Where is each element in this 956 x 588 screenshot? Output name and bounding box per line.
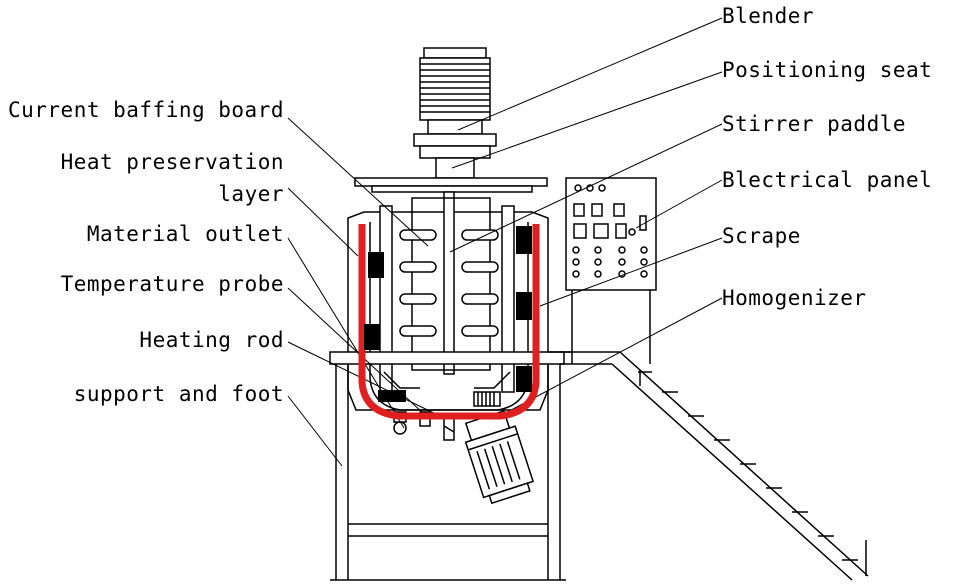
label-current-baffing-board: Current baffing board	[7, 98, 284, 122]
label-heating-rod: Heating rod	[139, 328, 284, 352]
label-blender: Blender	[722, 4, 815, 28]
label-heat-preservation: Heat preservation	[60, 150, 284, 174]
support-frame	[329, 351, 566, 581]
label-positioning-seat: Positioning seat	[722, 58, 933, 82]
label-scrape: Scrape	[722, 224, 801, 248]
stirrer-paddles	[399, 229, 499, 337]
stairs	[548, 351, 869, 581]
homogenizer	[464, 391, 535, 505]
label-temperature-probe: Temperature probe	[60, 272, 284, 296]
sweep-arm-right	[474, 371, 511, 389]
blender-motor	[413, 47, 497, 159]
label-electrical-panel: Blectrical panel	[722, 168, 933, 192]
heating-layer	[358, 224, 540, 420]
baffle-right	[501, 205, 515, 393]
label-support-and-foot: support and foot	[73, 382, 284, 406]
leader-lines	[287, 17, 723, 467]
label-heat-preservation-layer: layer	[218, 182, 284, 206]
electrical-panel	[560, 177, 657, 364]
positioning-seat	[354, 157, 548, 193]
scrapers	[364, 226, 532, 402]
label-homogenizer: Homogenizer	[722, 286, 867, 310]
stirrer-shaft	[443, 191, 455, 375]
stirrer-frame	[411, 197, 491, 371]
sweep-arm-left	[383, 371, 420, 389]
label-material-outlet: Material outlet	[86, 222, 284, 246]
label-stirrer-paddle: Stirrer paddle	[722, 112, 907, 136]
